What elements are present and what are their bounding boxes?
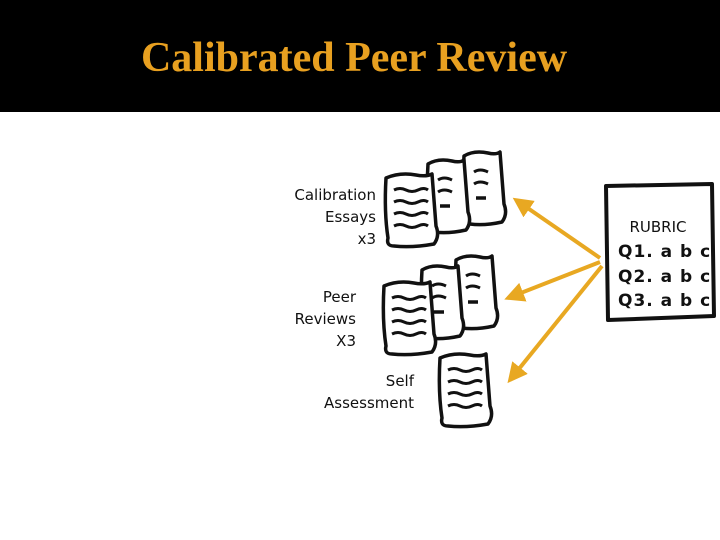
calibration-label-line-3: x3 [357, 230, 376, 248]
peer-label-line-2: Reviews [294, 310, 356, 328]
self-label-line-1: Self [385, 372, 414, 390]
rubric-line-q1: Q1. a b c [618, 242, 712, 262]
peer-label-line-1: Peer [322, 288, 356, 306]
self-label-line-2: Assessment [324, 394, 414, 412]
self-assessment-doc [437, 352, 494, 429]
rubric-line-q3: Q3. a b c [618, 291, 712, 311]
peer-label-line-3: X3 [336, 332, 356, 350]
self-doc [437, 352, 494, 429]
calibration-essays-label: Calibration Essays x3 [294, 184, 376, 250]
arrow-to-self [507, 264, 604, 384]
title-bar: Calibrated Peer Review [0, 0, 720, 112]
rubric-title: RUBRIC [629, 218, 687, 236]
self-assessment-label: Self Assessment [324, 370, 414, 414]
peer-doc-front [381, 280, 438, 357]
rubric-sheet [604, 182, 716, 322]
calibration-essays-stack [383, 150, 508, 249]
peer-reviews-stack [381, 254, 500, 357]
rubric-line-q2: Q2. a b c [618, 267, 712, 287]
calibration-label-line-1: Calibration [294, 186, 376, 204]
calibration-label-line-2: Essays [325, 208, 376, 226]
calibration-doc-front [383, 172, 440, 249]
arrow-to-peer [504, 260, 601, 302]
arrows [504, 197, 604, 384]
arrow-to-calibration [512, 197, 602, 260]
peer-reviews-label: Peer Reviews X3 [295, 286, 356, 352]
slide-title: Calibrated Peer Review [140, 35, 568, 81]
